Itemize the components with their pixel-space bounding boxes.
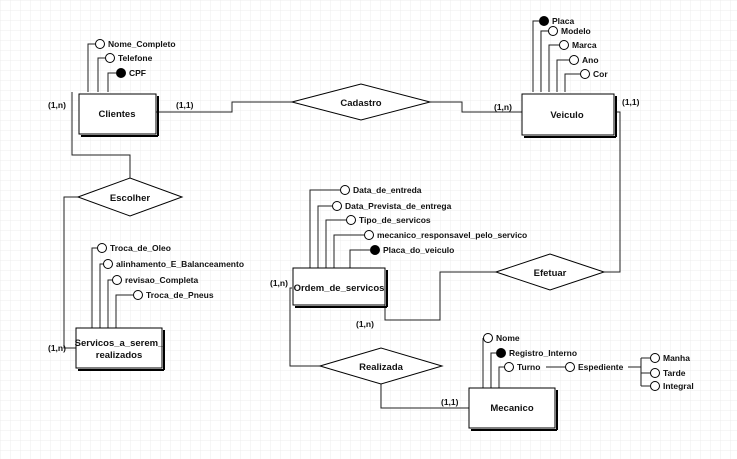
attribute-cor[interactable]: Cor xyxy=(580,69,609,79)
attribute-telefone[interactable]: Telefone xyxy=(105,53,153,63)
entity-mecanico-label: Mecanico xyxy=(490,403,533,414)
attribute-troca-de-oleo[interactable]: Troca_de_Oleo xyxy=(97,243,171,253)
svg-text:Nome_Completo: Nome_Completo xyxy=(108,39,176,49)
relationship-escolher[interactable]: Escolher xyxy=(76,177,184,217)
attribute-manha[interactable]: Manha xyxy=(650,353,691,363)
cardinality-servicos-left: (1,n) xyxy=(48,343,66,353)
entity-mecanico[interactable]: Mecanico xyxy=(468,387,558,431)
svg-text:Tarde: Tarde xyxy=(663,368,686,378)
svg-text:Troca_de_Oleo: Troca_de_Oleo xyxy=(110,243,171,253)
svg-text:Manha: Manha xyxy=(663,353,690,363)
relationship-efetuar[interactable]: Efetuar xyxy=(494,253,606,291)
svg-text:revisao_Completa: revisao_Completa xyxy=(125,275,198,285)
attribute-ano[interactable]: Ano xyxy=(569,55,599,65)
cardinality-clientes-left: (1,n) xyxy=(48,100,66,110)
svg-text:Telefone: Telefone xyxy=(118,53,153,63)
relationship-realizada-label: Realizada xyxy=(359,362,404,373)
svg-text:CPF: CPF xyxy=(129,68,146,78)
attribute-placa-key[interactable]: Placa xyxy=(539,16,575,26)
cardinality-clientes-right: (1,1) xyxy=(176,100,194,110)
svg-text:Data_Prevista_de_entrega: Data_Prevista_de_entrega xyxy=(345,201,452,211)
attribute-registro-interno-key[interactable]: Registro_Interno xyxy=(496,348,578,358)
svg-text:Modelo: Modelo xyxy=(561,26,591,36)
entity-veiculo[interactable]: Veiculo xyxy=(521,93,617,138)
attribute-revisao-completa[interactable]: revisao_Completa xyxy=(112,275,199,285)
relationship-escolher-label: Escolher xyxy=(110,193,150,204)
svg-text:Registro_Interno: Registro_Interno xyxy=(509,348,577,358)
entity-servicos-a-serem-realizados[interactable]: Servicos_a_serem_ realizados xyxy=(75,327,165,371)
attribute-tarde[interactable]: Tarde xyxy=(650,368,686,378)
entity-ordem-de-servicos[interactable]: Ordem_de_servicos xyxy=(292,267,388,308)
cardinality-mecanico-left: (1,1) xyxy=(441,397,459,407)
attribute-tipo-de-servicos[interactable]: Tipo_de_servicos xyxy=(346,215,431,225)
entity-clientes[interactable]: Clientes xyxy=(78,93,159,137)
attribute-turno[interactable]: Turno xyxy=(504,362,541,372)
attribute-nome[interactable]: Nome xyxy=(483,333,520,343)
cardinality-ordem-left: (1,n) xyxy=(270,278,288,288)
cardinality-veiculo-left: (1,n) xyxy=(494,102,512,112)
entity-clientes-label: Clientes xyxy=(99,109,136,120)
relationship-cadastro-label: Cadastro xyxy=(340,98,381,109)
entity-servicos-label-line1: Servicos_a_serem_ xyxy=(75,338,164,349)
svg-text:Placa: Placa xyxy=(552,16,574,26)
attribute-modelo[interactable]: Modelo xyxy=(548,26,591,36)
relationship-efetuar-label: Efetuar xyxy=(534,268,567,279)
svg-text:Integral: Integral xyxy=(663,381,694,391)
svg-text:alinhamento_E_Balanceamento: alinhamento_E_Balanceamento xyxy=(116,259,244,269)
attribute-espediente[interactable]: Espediente xyxy=(565,362,624,372)
svg-text:Cor: Cor xyxy=(593,69,608,79)
svg-text:Marca: Marca xyxy=(572,40,597,50)
svg-text:Turno: Turno xyxy=(517,362,540,372)
entity-veiculo-label: Veiculo xyxy=(550,110,583,121)
attribute-troca-de-pneus[interactable]: Troca_de_Pneus xyxy=(133,290,214,300)
svg-text:Placa_do_veiculo: Placa_do_veiculo xyxy=(383,245,454,255)
attribute-data-de-entreda[interactable]: Data_de_entreda xyxy=(340,185,422,195)
cardinality-veiculo-right: (1,1) xyxy=(622,97,640,107)
attribute-nome-completo[interactable]: Nome_Completo xyxy=(95,39,176,49)
attribute-integral[interactable]: Integral xyxy=(650,381,694,391)
svg-text:Ano: Ano xyxy=(582,55,599,65)
attribute-mecanico-responsavel[interactable]: mecanico_responsavel_pelo_servico xyxy=(364,230,528,240)
svg-text:mecanico_responsavel_pelo_serv: mecanico_responsavel_pelo_servico xyxy=(377,230,527,240)
attribute-data-prevista-de-entrega[interactable]: Data_Prevista_de_entrega xyxy=(332,201,452,211)
relationship-realizada[interactable]: Realizada xyxy=(318,347,444,385)
svg-text:Data_de_entreda: Data_de_entreda xyxy=(353,185,422,195)
relationship-cadastro[interactable]: Cadastro xyxy=(290,83,432,121)
attribute-alinhamento-e-balanceamento[interactable]: alinhamento_E_Balanceamento xyxy=(103,259,245,269)
attribute-marca[interactable]: Marca xyxy=(559,40,597,50)
svg-text:Espediente: Espediente xyxy=(578,362,624,372)
entity-servicos-label-line2: realizados xyxy=(96,350,142,361)
svg-text:Troca_de_Pneus: Troca_de_Pneus xyxy=(146,290,214,300)
attribute-placa-do-veiculo-key[interactable]: Placa_do_veiculo xyxy=(370,245,455,255)
attribute-cpf-key[interactable]: CPF xyxy=(116,68,147,78)
cardinality-ordem-bottom: (1,n) xyxy=(356,319,374,329)
connector-lines xyxy=(63,20,650,409)
entity-ordem-label: Ordem_de_servicos xyxy=(294,283,385,294)
svg-text:Tipo_de_servicos: Tipo_de_servicos xyxy=(359,215,431,225)
svg-text:Nome: Nome xyxy=(496,333,520,343)
